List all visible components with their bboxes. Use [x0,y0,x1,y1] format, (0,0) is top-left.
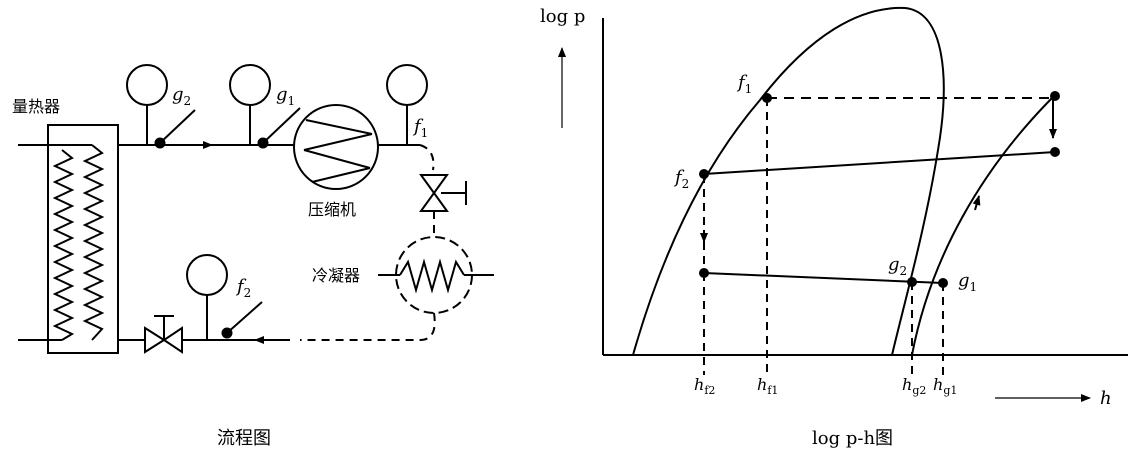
condenser-label: 冷凝器 [312,266,360,285]
discharge-line [419,144,435,171]
gauge-g1 [229,64,271,106]
calorimeter-label: 量热器 [12,97,60,116]
sensor-g2 [159,109,196,144]
tick-h-f2: hf2 [694,375,715,397]
g1-chart-label: g1 [958,270,977,294]
f1-flow-label: f1 [412,116,428,140]
point-bottom-left [699,268,709,278]
coil-right [82,144,105,341]
condenser-icon [395,236,473,314]
f2-chart-label: f2 [673,167,689,191]
g2-label: g2 [172,84,191,108]
tick-h-g2: hg2 [902,375,926,397]
point-top-right [1050,91,1060,101]
ph-chart [558,6,1128,402]
line-bottom [703,272,944,284]
compressor-icon [293,104,379,190]
chart-points [699,91,1060,288]
chart-caption: log p-h图 [812,428,893,449]
f2-flow-label: f2 [235,276,251,300]
gauge-f2 [186,254,228,296]
compressor-label: 压缩机 [308,200,356,219]
coil-left [52,149,75,341]
saturation-dome [632,6,945,356]
calorimeter-box [47,124,119,354]
g1-label: g1 [276,84,295,108]
gauge-g2 [126,64,168,106]
point-f2 [699,169,709,179]
sensor-f2 [226,301,263,334]
x-axis-label: h [1100,388,1112,409]
tick-h-f1: hf1 [757,375,778,397]
isentrope-curve [911,94,1056,356]
flow-caption: 流程图 [217,428,271,449]
point-f1 [762,93,772,103]
gauge-f1 [386,64,428,106]
sensor-g1 [262,107,301,144]
line-f2-top [703,151,1056,175]
point-g2 [907,277,917,287]
flow-diagram [18,64,494,354]
tick-h-g1: hg1 [933,375,957,397]
f1-chart-label: f1 [736,72,752,96]
point-g1 [938,278,948,288]
point-right-mid [1050,147,1060,157]
y-axis-label: log p [540,6,585,27]
g2-chart-label: g2 [888,254,907,278]
